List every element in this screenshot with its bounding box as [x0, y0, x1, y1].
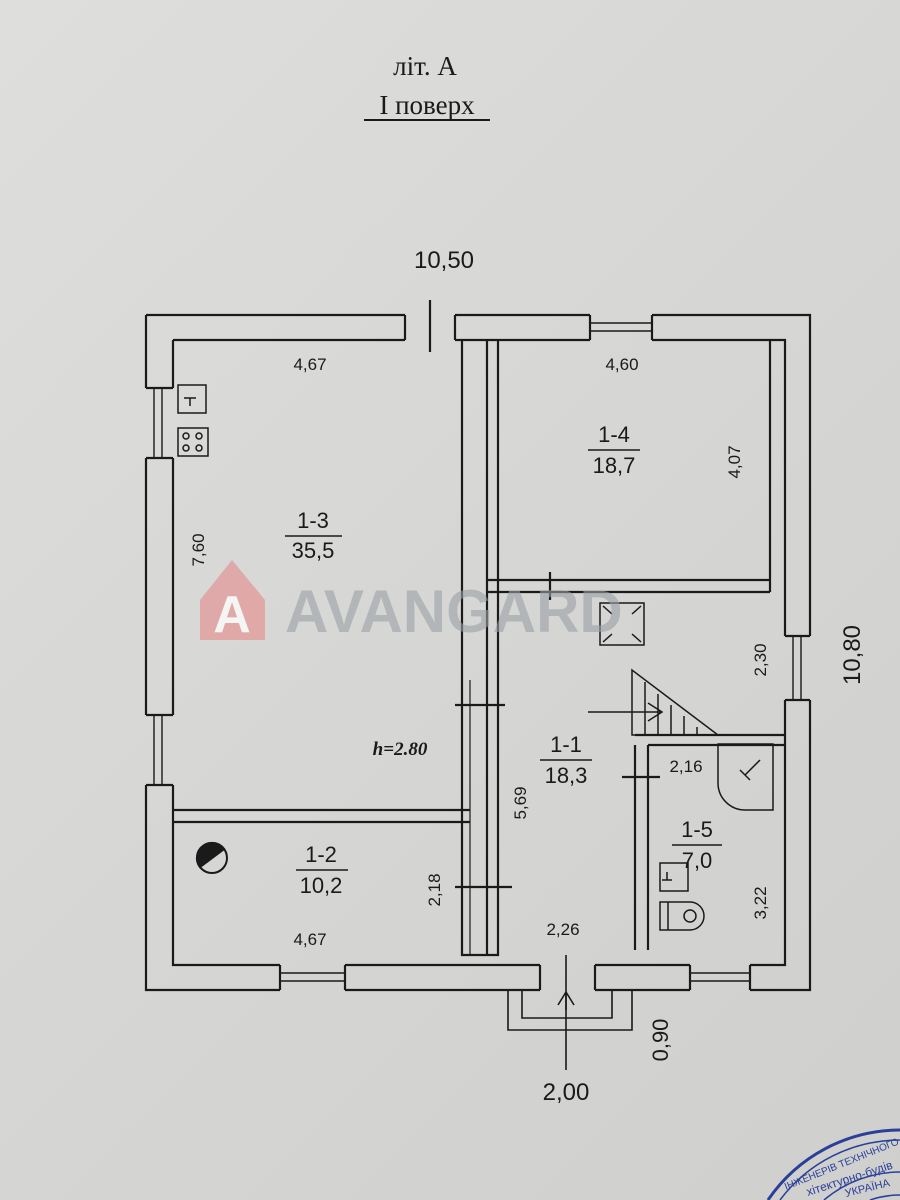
shower-icon: [717, 743, 774, 811]
porch: [507, 955, 633, 1070]
watermark-logo-letter: A: [213, 586, 251, 644]
dim-1-3-width: 4,67: [293, 355, 326, 374]
dim-1-4-width: 4,60: [605, 355, 638, 374]
watermark: A AVANGARD: [200, 560, 623, 645]
dim-1-4-length: 4,07: [725, 445, 744, 478]
dim-1-5-length: 3,22: [751, 886, 770, 919]
room-1-1-id: 1-1: [550, 732, 582, 757]
dim-1-2-length: 2,18: [425, 873, 444, 906]
watermark-logo-icon: [200, 560, 265, 640]
stairs: [588, 668, 721, 736]
dim-1-5-width: 2,16: [669, 757, 702, 776]
dim-1-1-width: 2,26: [546, 920, 579, 939]
room-1-5-area: 7,0: [682, 848, 713, 873]
room-1-3-area: 35,5: [292, 538, 335, 563]
dim-1-1-length: 5,69: [511, 786, 530, 819]
watermark-text: AVANGARD: [285, 578, 623, 645]
dim-1-2-width: 4,67: [293, 930, 326, 949]
room-1-4-id: 1-4: [598, 422, 630, 447]
stove-icon: [177, 427, 209, 457]
windows: [153, 322, 802, 982]
ceiling-height: h=2.80: [373, 739, 428, 760]
room-1-2-area: 10,2: [300, 873, 343, 898]
porch-width: 2,00: [543, 1079, 590, 1106]
room-1-4-area: 18,7: [593, 453, 636, 478]
room-1-5-id: 1-5: [681, 817, 713, 842]
sink-icon: [177, 384, 207, 414]
overall-width: 10,50: [414, 247, 474, 274]
dim-1-1-stair-hall: 2,30: [751, 643, 770, 676]
fixtures: [177, 384, 774, 931]
building-label: літ. А: [393, 51, 457, 81]
toilet-icon: [659, 901, 705, 931]
porch-depth: 0,90: [648, 1019, 673, 1062]
boiler-icon: [195, 841, 228, 874]
dim-1-3-length: 7,60: [189, 533, 208, 566]
floor-label: I поверх: [379, 90, 475, 120]
washbasin-icon: [659, 862, 689, 892]
room-1-1-area: 18,3: [545, 763, 588, 788]
official-stamp: ІНЖЕНЕРІВ ТЕХНІЧНОГО Н хітектурно-будів …: [766, 1128, 900, 1200]
room-1-2-id: 1-2: [305, 842, 337, 867]
ventilation-icon: [599, 602, 645, 646]
room-1-3-id: 1-3: [297, 508, 329, 533]
overall-depth: 10,80: [839, 625, 866, 685]
exterior-walls: [144, 313, 812, 992]
interior-walls: [173, 340, 785, 957]
